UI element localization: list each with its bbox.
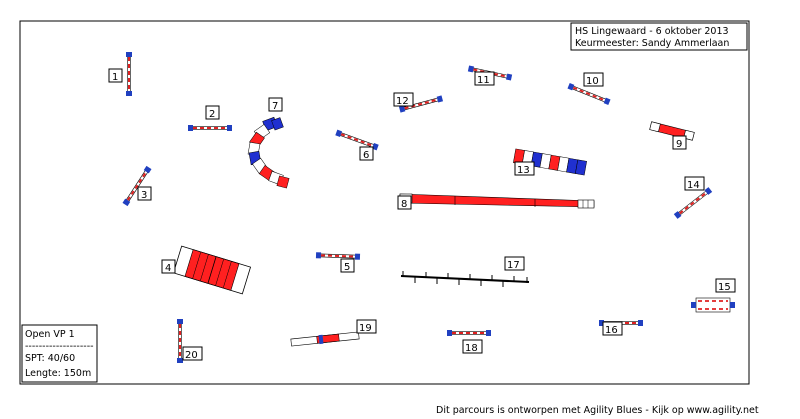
label-10: 10 [583, 72, 604, 87]
svg-text:7: 7 [272, 101, 278, 112]
jump-14 [673, 187, 713, 219]
curved-tunnel-7 [247, 116, 290, 189]
svg-text:14: 14 [687, 180, 700, 191]
label-1: 1 [108, 68, 123, 83]
course-length: Lengte: 150m [25, 368, 91, 379]
label-5: 5 [340, 258, 355, 273]
jump-1 [126, 52, 132, 96]
svg-text:15: 15 [718, 282, 731, 293]
header-box [570, 22, 748, 51]
label-17: 17 [504, 256, 525, 271]
label-18: 18 [462, 339, 483, 354]
label-20: 20 [182, 346, 203, 361]
seesaw-9 [649, 121, 695, 141]
label-11: 11 [474, 71, 495, 86]
label-2: 2 [205, 105, 220, 120]
info-box [21, 324, 98, 383]
info-separator: -------------------- [25, 341, 94, 352]
svg-text:3: 3 [141, 190, 147, 201]
panel-19 [290, 331, 360, 347]
svg-text:2: 2 [209, 109, 215, 120]
jump-5 [315, 252, 361, 260]
label-12: 12 [393, 92, 414, 107]
svg-text:9: 9 [676, 139, 682, 150]
svg-text:6: 6 [363, 150, 369, 161]
svg-text:8: 8 [401, 199, 407, 210]
svg-text:1: 1 [112, 72, 118, 83]
header-judge: Keurmeester: Sandy Ammerlaan [575, 38, 729, 49]
spt-value: SPT: 40/60 [25, 353, 75, 364]
class-name: Open VP 1 [25, 329, 75, 340]
label-14: 14 [684, 176, 705, 191]
label-15: 15 [715, 278, 736, 293]
jump-18 [447, 330, 491, 336]
label-19: 19 [356, 319, 377, 334]
label-16: 16 [602, 321, 623, 336]
jump-20 [177, 319, 183, 363]
jump-2 [188, 125, 232, 131]
svg-text:4: 4 [165, 263, 171, 274]
header-title: HS Lingewaard - 6 oktober 2013 [575, 26, 729, 37]
svg-text:18: 18 [465, 343, 478, 354]
jump-15 [691, 297, 735, 313]
label-8: 8 [397, 195, 412, 210]
label-7: 7 [268, 97, 283, 112]
footer-credit: Dit parcours is ontworpen met Agility Bl… [436, 405, 759, 416]
jump-12 [398, 95, 444, 113]
svg-text:5: 5 [344, 262, 350, 273]
svg-text:16: 16 [605, 325, 618, 336]
label-13: 13 [514, 161, 535, 176]
course-border [19, 20, 750, 385]
weave-poles-17 [400, 271, 530, 287]
svg-text:20: 20 [185, 350, 198, 361]
svg-text:19: 19 [359, 323, 372, 334]
label-9: 9 [672, 135, 687, 150]
svg-text:17: 17 [507, 260, 520, 271]
aframe-4 [172, 245, 252, 295]
svg-text:13: 13 [517, 165, 530, 176]
svg-text:12: 12 [396, 96, 409, 107]
jump-6 [335, 129, 379, 151]
svg-text:11: 11 [477, 75, 490, 86]
dogwalk-8 [399, 193, 595, 209]
svg-text:10: 10 [586, 76, 599, 87]
label-4: 4 [161, 259, 176, 274]
label-6: 6 [359, 146, 374, 161]
jump-10 [567, 82, 611, 106]
label-3: 3 [137, 186, 152, 201]
